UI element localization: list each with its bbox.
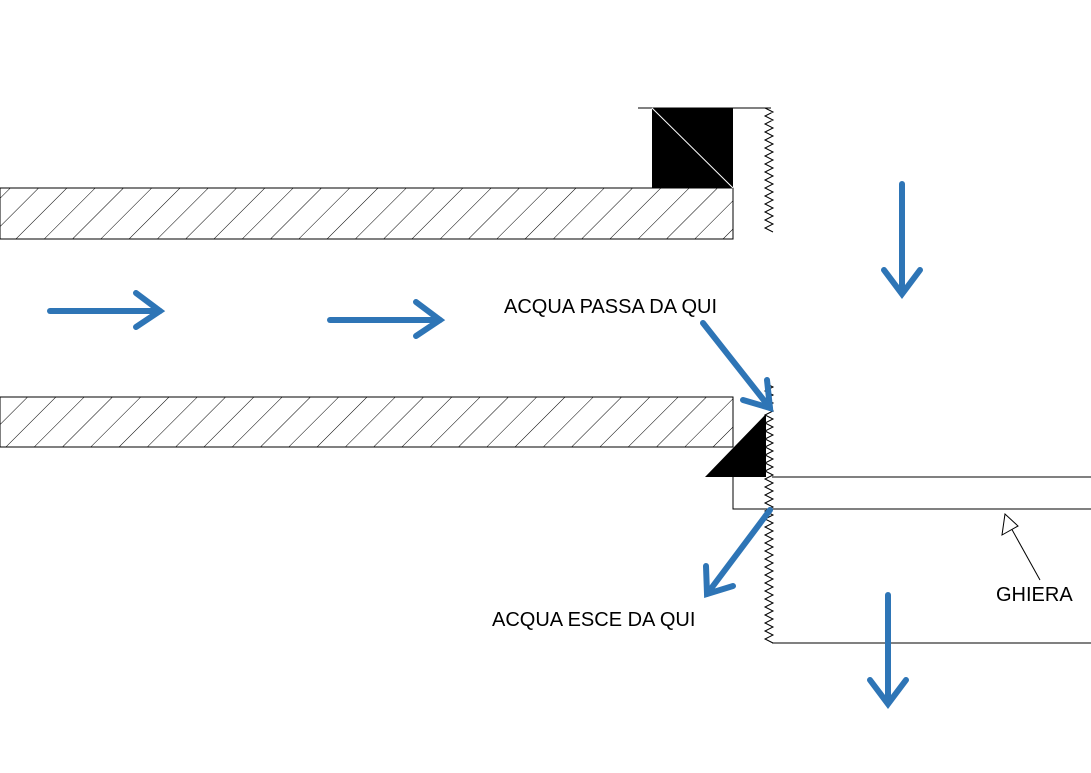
flow-arrow-down-bottom: [867, 592, 909, 709]
ring-nut-outline: [732, 476, 1091, 644]
ring-nut-label: GHIERA: [996, 584, 1073, 606]
upper-thread: [763, 107, 775, 233]
flow-arrow-down-top: [881, 181, 923, 299]
water-in-label: ACQUA PASSA DA QUI: [504, 296, 717, 318]
lower-seal-wedge: [705, 414, 766, 477]
upper-seal-block: [638, 107, 771, 189]
flow-arrow-right-2: [327, 299, 446, 339]
lower-pipe-wall: [0, 396, 734, 448]
flow-arrow-out-diagonal: [703, 507, 773, 599]
water-out-label: ACQUA ESCE DA QUI: [492, 609, 695, 631]
flow-arrow-right-1: [47, 290, 166, 330]
upper-pipe-wall: [0, 187, 734, 240]
ghiera-pointer: [1001, 512, 1041, 581]
flow-arrow-in-diagonal: [700, 320, 774, 413]
